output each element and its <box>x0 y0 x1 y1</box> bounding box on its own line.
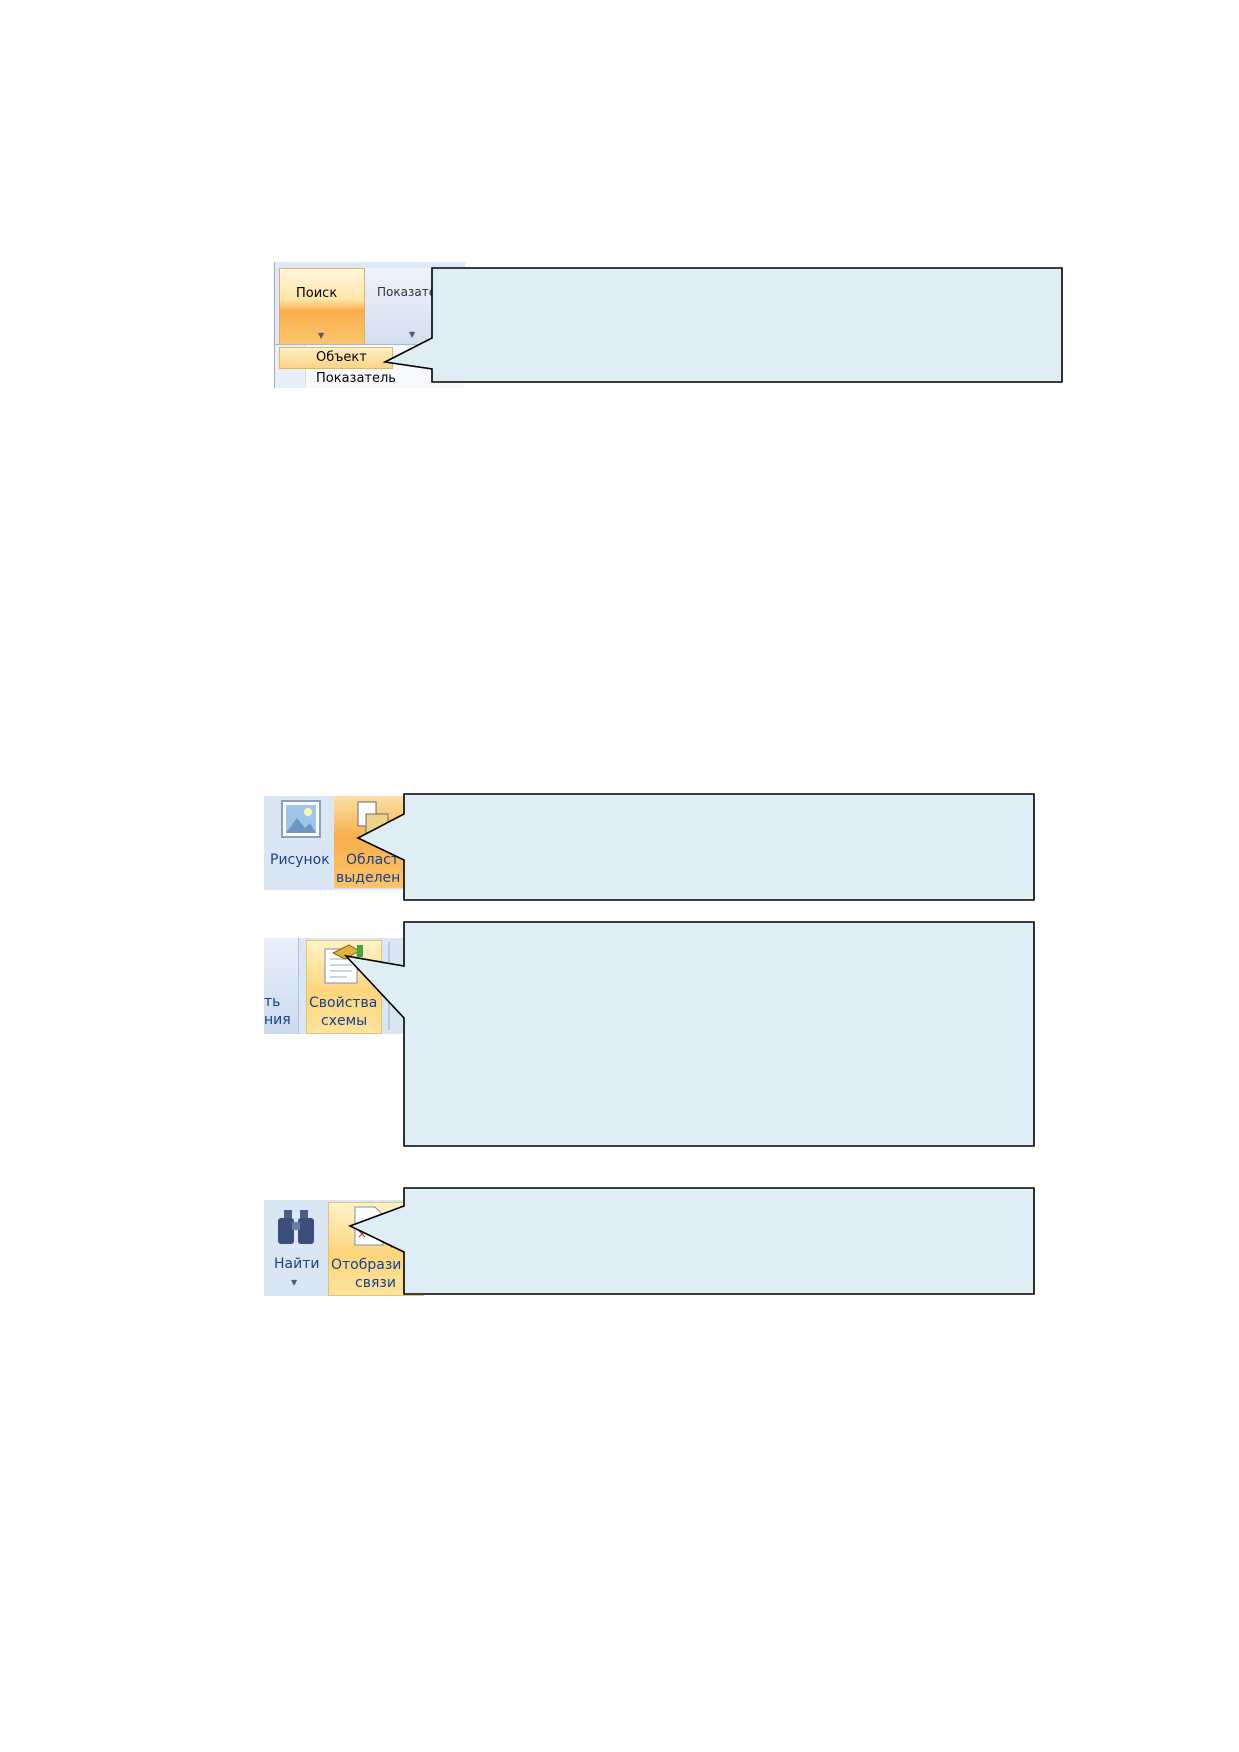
show-links-label-2: связи <box>355 1275 396 1291</box>
show-links-label-1: Отобрази <box>331 1257 402 1273</box>
menu-item-object-label: Объект <box>316 350 367 365</box>
picture-button-label: Рисунок <box>270 852 330 868</box>
find-button-label: Найти <box>274 1256 320 1272</box>
indicator-button[interactable]: Показател ▼ <box>365 268 465 344</box>
callout-2-shape <box>356 793 1035 901</box>
chevron-down-icon: ▼ <box>291 1278 298 1287</box>
chevron-down-icon: ▼ <box>409 330 416 339</box>
callout-3-shape <box>343 921 1035 1147</box>
indicator-button-label: Показател <box>377 285 444 299</box>
selection-area-label-1: Област <box>346 852 400 868</box>
binoculars-icon <box>278 1210 314 1244</box>
show-links-button[interactable]: Отобрази связи <box>328 1202 424 1296</box>
selection-area-label-2: выделен <box>336 870 401 886</box>
search-button-label: Поиск <box>296 286 338 301</box>
scheme-properties-label-2: схемы <box>321 1013 368 1029</box>
menu-item-indicator[interactable]: Показатель <box>279 369 459 388</box>
partial-button-label-2: ния <box>264 1012 291 1028</box>
picture-icon <box>281 800 321 838</box>
ribbon-snippet-search: Поиск ▼ Показател ▼ Объект Показатель <box>274 262 465 388</box>
partial-button[interactable]: ть ния <box>264 938 299 1034</box>
ribbon-separator <box>388 942 390 1030</box>
ribbon-snippet-find: Найти ▼ Отобрази связи <box>264 1200 424 1296</box>
chevron-down-icon: ▼ <box>318 331 325 340</box>
dropdown-menu: Объект Показатель <box>275 344 465 388</box>
menu-item-object[interactable]: Объект <box>279 347 393 369</box>
show-links-icon <box>354 1206 395 1248</box>
selection-area-icon <box>357 801 389 837</box>
scheme-properties-label-1: Свойства <box>309 995 378 1011</box>
picture-button[interactable]: Рисунок <box>266 796 332 888</box>
find-button[interactable]: Найти ▼ <box>266 1200 326 1296</box>
landscape-icon <box>286 805 316 833</box>
search-button[interactable]: Поиск ▼ <box>279 268 365 346</box>
callout-1-shape <box>382 267 1063 383</box>
scheme-properties-button[interactable]: Свойства схемы <box>306 940 382 1034</box>
ribbon-snippet-picture: Рисунок Област выделен <box>264 796 414 890</box>
callout-4-shape <box>347 1187 1035 1295</box>
ribbon-snippet-properties: ть ния Свойства схемы <box>264 938 404 1034</box>
menu-item-indicator-label: Показатель <box>316 371 396 386</box>
partial-button-label-1: ть <box>264 994 281 1010</box>
selection-area-button[interactable]: Област выделен <box>334 796 414 888</box>
properties-icon <box>324 944 363 984</box>
